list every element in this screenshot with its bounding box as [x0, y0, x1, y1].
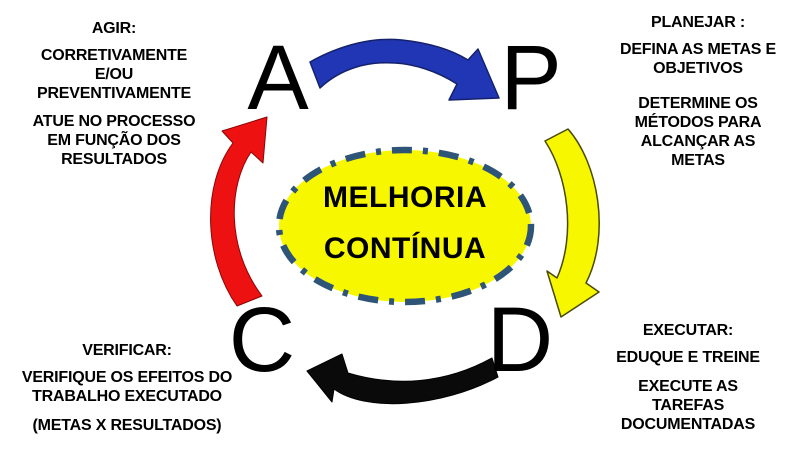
plan-text-block: PLANEJAR : DEFINA AS METAS E OBJETIVOS D… [600, 13, 796, 170]
arrow-a-to-p-icon [309, 38, 500, 101]
act-heading: AGIR: [91, 20, 137, 37]
do-paragraph-2: EXECUTE AS TAREFAS DOCUMENTADAS [590, 377, 786, 434]
plan-line: DEFINA AS METAS E [619, 41, 776, 58]
act-line: PREVENTIVAMENTE [36, 85, 192, 102]
plan-line: OBJETIVOS [653, 60, 743, 77]
plan-line: ALCANÇAR AS [640, 133, 756, 150]
check-line: TRABALHO EXECUTADO [32, 388, 222, 405]
check-paragraph-1: VERIFIQUE OS EFEITOS DO TRABALHO EXECUTA… [7, 368, 247, 406]
letter-check: C [228, 289, 296, 391]
plan-line: DETERMINE OS [638, 95, 758, 112]
act-line: EM FUNÇÃO DOS [47, 132, 181, 149]
act-line: RESULTADOS [61, 151, 167, 168]
continuous-improvement-ellipse [275, 146, 535, 306]
check-heading: VERIFICAR: [82, 342, 172, 359]
check-line: VERIFIQUE OS EFEITOS DO [21, 369, 233, 386]
do-paragraph-1: EDUQUE E TREINE [590, 348, 786, 367]
check-paragraph-2: (METAS X RESULTADOS) [7, 416, 247, 435]
plan-line: METAS [671, 152, 725, 169]
center-label-line2: CONTÍNUA [323, 232, 487, 265]
plan-paragraph-1: DEFINA AS METAS E OBJETIVOS [600, 40, 796, 78]
do-text-block: EXECUTAR: EDUQUE E TREINE EXECUTE AS TAR… [590, 321, 786, 434]
act-line: ATUE NO PROCESSO [32, 113, 196, 130]
plan-heading: PLANEJAR : [650, 14, 745, 31]
do-line: DOCUMENTADAS [620, 416, 756, 433]
arrow-d-to-c-icon [306, 353, 499, 405]
act-paragraph-2: ATUE NO PROCESSO EM FUNÇÃO DOS RESULTADO… [7, 112, 221, 169]
arrow-p-to-d-icon [544, 128, 600, 318]
do-line: EXECUTE AS [638, 378, 738, 395]
check-text-block: VERIFICAR: VERIFIQUE OS EFEITOS DO TRABA… [7, 341, 247, 435]
arrow-c-to-a-icon [210, 116, 268, 307]
do-line: TAREFAS [651, 397, 725, 414]
act-line: CORRETIVAMENTE [40, 47, 188, 64]
center-label: MELHORIA CONTÍNUA [280, 183, 530, 264]
plan-line: MÉTODOS PARA [634, 114, 762, 131]
do-heading: EXECUTAR: [642, 322, 734, 339]
letter-plan: P [500, 27, 562, 129]
check-line: (METAS X RESULTADOS) [32, 417, 222, 434]
plan-paragraph-2: DETERMINE OS MÉTODOS PARA ALCANÇAR AS ME… [600, 94, 796, 170]
letter-do: D [486, 289, 554, 391]
center-label-line1: MELHORIA [323, 181, 487, 214]
act-line: E/OU [94, 66, 134, 83]
act-paragraph-1: CORRETIVAMENTE E/OU PREVENTIVAMENTE [7, 46, 221, 103]
letter-act: A [247, 27, 309, 129]
do-line: EDUQUE E TREINE [616, 349, 760, 366]
act-text-block: AGIR: CORRETIVAMENTE E/OU PREVENTIVAMENT… [7, 19, 221, 169]
